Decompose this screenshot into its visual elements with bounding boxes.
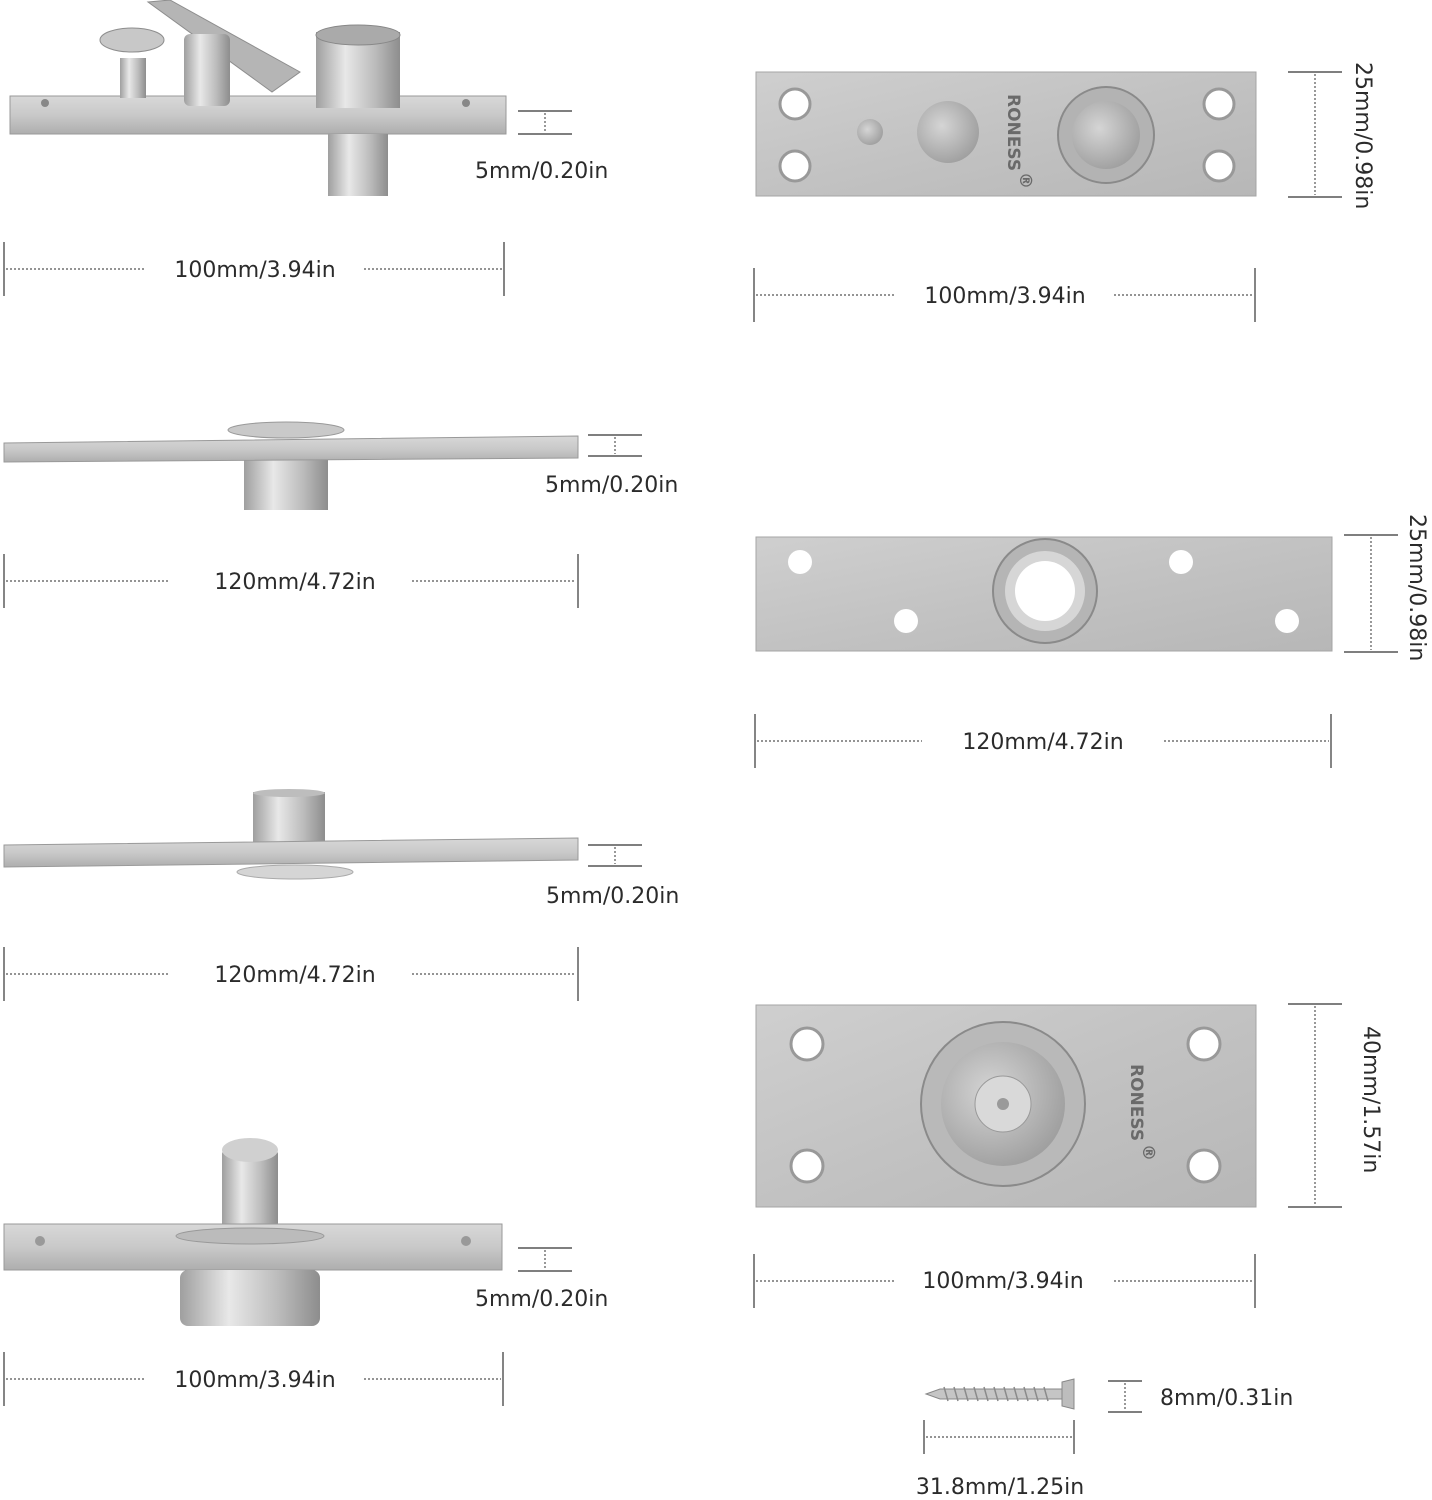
sleeve-top <box>253 789 325 797</box>
pin-flange <box>175 1227 325 1245</box>
adjust-screw <box>120 58 146 98</box>
mount-hole <box>1202 149 1236 183</box>
bottom-plate-plan-view: RONESS ® <box>755 1004 1257 1208</box>
bottom-side-length-dimension <box>3 1352 504 1406</box>
third-side-thickness-label: 5mm/0.20in <box>546 884 679 909</box>
mount-hole <box>462 99 470 107</box>
third-side-length-label: 120mm/4.72in <box>214 963 375 988</box>
pivot-block <box>184 34 230 106</box>
brand-logo: RONESS <box>1126 1064 1146 1141</box>
middle-plan-length-label: 120mm/4.72in <box>962 730 1123 755</box>
third-pivot-side-view <box>3 789 579 880</box>
second-side-thickness-marker <box>588 434 642 457</box>
top-side-thickness-label: 5mm/0.20in <box>475 159 608 184</box>
bottom-side-thickness-marker <box>518 1247 572 1272</box>
screw-length-dimension <box>923 1420 1075 1454</box>
brand-registered-mark: ® <box>1015 172 1035 189</box>
pivot-plate <box>9 95 507 135</box>
screw <box>924 1378 1075 1410</box>
sleeve-top <box>315 24 401 46</box>
second-side-length-dimension <box>3 554 579 608</box>
bottom-plan-height-dimension <box>1288 1003 1342 1208</box>
sleeve-flange <box>227 421 345 439</box>
third-side-thickness-marker <box>588 844 642 867</box>
top-plan-length-dimension <box>753 268 1256 322</box>
brand-logo: RONESS <box>1003 94 1023 171</box>
bottom-side-length-label: 100mm/3.94in <box>174 1368 335 1393</box>
mount-hole <box>1275 609 1299 633</box>
screw-head <box>1061 1378 1075 1410</box>
bottom-pivot-side-view <box>3 1138 503 1326</box>
mount-hole <box>41 99 49 107</box>
mount-hole <box>1186 1026 1222 1062</box>
bottom-plan-length-dimension <box>753 1254 1256 1308</box>
screw-length-label: 31.8mm/1.25in <box>916 1475 1084 1500</box>
sleeve-bore <box>1015 561 1075 621</box>
top-side-length-dimension <box>3 242 505 296</box>
plate-face <box>755 71 1257 197</box>
screw-head <box>99 27 165 53</box>
mount-hole <box>1186 1148 1222 1184</box>
pivot-base <box>180 1270 320 1326</box>
third-side-length-dimension <box>3 947 579 1001</box>
top-plan-height-dimension <box>1288 71 1342 198</box>
screw-shank <box>924 1388 1063 1400</box>
bottom-side-thickness-label: 5mm/0.20in <box>475 1287 608 1312</box>
pivot-plate <box>3 435 579 463</box>
top-plan-height-label: 25mm/0.98in <box>1350 62 1375 209</box>
bottom-plan-height-label: 40mm/1.57in <box>1358 1026 1383 1173</box>
mount-hole <box>1169 550 1193 574</box>
screw-diameter-label: 8mm/0.31in <box>1160 1386 1293 1411</box>
bottom-plan-length-label: 100mm/3.94in <box>922 1269 1083 1294</box>
mount-hole <box>461 1236 471 1246</box>
second-side-thickness-label: 5mm/0.20in <box>545 473 678 498</box>
pivot-plate <box>3 837 579 868</box>
second-side-length-label: 120mm/4.72in <box>214 570 375 595</box>
middle-plan-length-dimension <box>754 714 1332 768</box>
top-plan-length-label: 100mm/3.94in <box>924 284 1085 309</box>
top-plate-plan-view: RONESS ® <box>755 71 1257 197</box>
pin-top <box>222 1138 278 1162</box>
pivot-block-top <box>917 101 979 163</box>
set-screw <box>857 119 883 145</box>
middle-plan-height-dimension <box>1344 534 1398 653</box>
mount-hole <box>894 609 918 633</box>
mount-hole <box>778 149 812 183</box>
mount-hole <box>788 550 812 574</box>
pin-center <box>997 1098 1009 1110</box>
middle-plan-height-label: 25mm/0.98in <box>1404 514 1429 661</box>
sleeve-core <box>1072 101 1140 169</box>
sleeve-flange <box>236 864 354 880</box>
middle-plate-plan-view <box>755 536 1333 652</box>
second-pivot-side-view <box>3 421 579 510</box>
mount-hole <box>35 1236 45 1246</box>
screw-thread <box>943 1386 1049 1402</box>
brand-registered-mark: ® <box>1138 1144 1158 1161</box>
top-pivot-side-view <box>9 0 507 196</box>
pivot-pin <box>222 1150 278 1230</box>
pivot-pin <box>328 134 388 196</box>
mount-hole <box>789 1026 825 1062</box>
top-side-thickness-marker <box>518 110 572 135</box>
pivot-sleeve <box>253 792 325 844</box>
mount-hole <box>789 1148 825 1184</box>
screw-diameter-marker <box>1108 1380 1142 1413</box>
top-side-length-label: 100mm/3.94in <box>174 258 335 283</box>
mount-hole <box>1202 87 1236 121</box>
mount-hole <box>778 87 812 121</box>
